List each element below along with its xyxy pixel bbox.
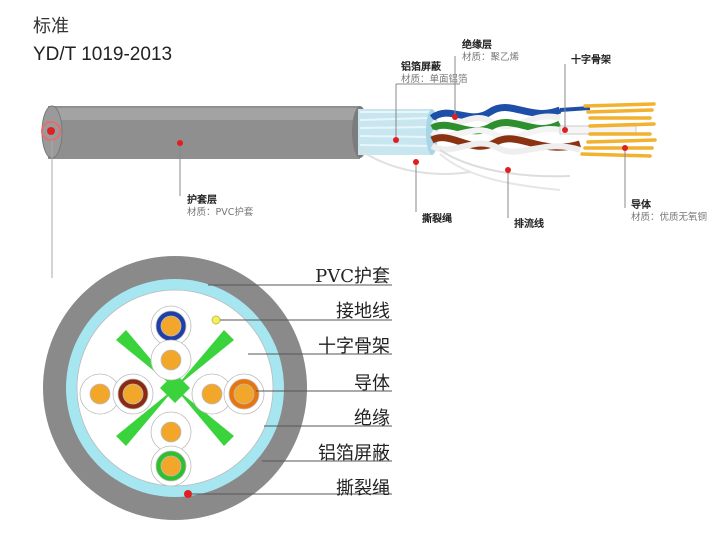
cable-cross-section <box>43 256 307 520</box>
side-markers <box>177 114 628 173</box>
legend-conductor: 导体 <box>354 373 390 394</box>
pair-blue <box>429 104 562 122</box>
callout-cross: 十字骨架 <box>571 55 611 67</box>
jacket-end-marker-ring <box>41 121 61 141</box>
callout-drain-title: 排流线 <box>514 219 544 230</box>
callout-insulation-material: 材质：聚乙烯 <box>462 52 520 63</box>
callout-cross-title: 十字骨架 <box>571 55 611 66</box>
legend-insulation: 绝缘 <box>354 408 390 429</box>
callout-conductor: 导体 材质：优质无氧铜 <box>631 200 707 223</box>
callout-foil-title: 铝箔屏蔽 <box>401 62 441 73</box>
xs-ripcord-marker <box>184 490 192 498</box>
callout-jacket-material: 材质：PVC护套 <box>187 207 254 218</box>
callout-foil-material: 材质：单面铝箔 <box>401 74 468 85</box>
callout-jacket: 护套层 材质：PVC护套 <box>187 195 253 218</box>
legend-cross-filler: 十字骨架 <box>318 336 390 357</box>
callout-jacket-title: 护套层 <box>187 195 217 206</box>
standard-label: 标准 <box>33 16 69 37</box>
callout-conductor-title: 导体 <box>631 200 651 211</box>
xs-pairs <box>79 305 265 487</box>
conductor-wires <box>580 102 657 158</box>
legend-foil: 铝箔屏蔽 <box>318 443 390 464</box>
side-leaders <box>51 56 626 278</box>
legend-ground-wire: 接地线 <box>336 301 390 322</box>
foil-shield <box>358 109 432 155</box>
standard-code: YD/T 1019-2013 <box>33 44 173 65</box>
drain-wire <box>439 149 571 178</box>
ripcord <box>359 149 471 175</box>
callout-drain: 排流线 <box>514 219 544 231</box>
legend-leaders <box>192 284 392 495</box>
xs-cross-filler <box>116 330 234 446</box>
legend-jacket: PVC护套 <box>315 266 390 287</box>
cable-side-view <box>41 102 657 191</box>
xs-drain-wire <box>211 315 221 325</box>
callout-insulation: 绝缘层 材质：聚乙烯 <box>462 40 519 63</box>
callout-ripcord-title: 撕裂绳 <box>422 214 452 225</box>
callout-foil: 铝箔屏蔽 材质：单面铝箔 <box>401 62 468 85</box>
callout-insulation-title: 绝缘层 <box>462 40 492 51</box>
legend-ripcord: 撕裂绳 <box>336 478 390 499</box>
callout-ripcord: 撕裂绳 <box>422 214 452 226</box>
callout-conductor-material: 材质：优质无氧铜 <box>631 212 708 223</box>
jacket-end-marker <box>47 127 55 135</box>
